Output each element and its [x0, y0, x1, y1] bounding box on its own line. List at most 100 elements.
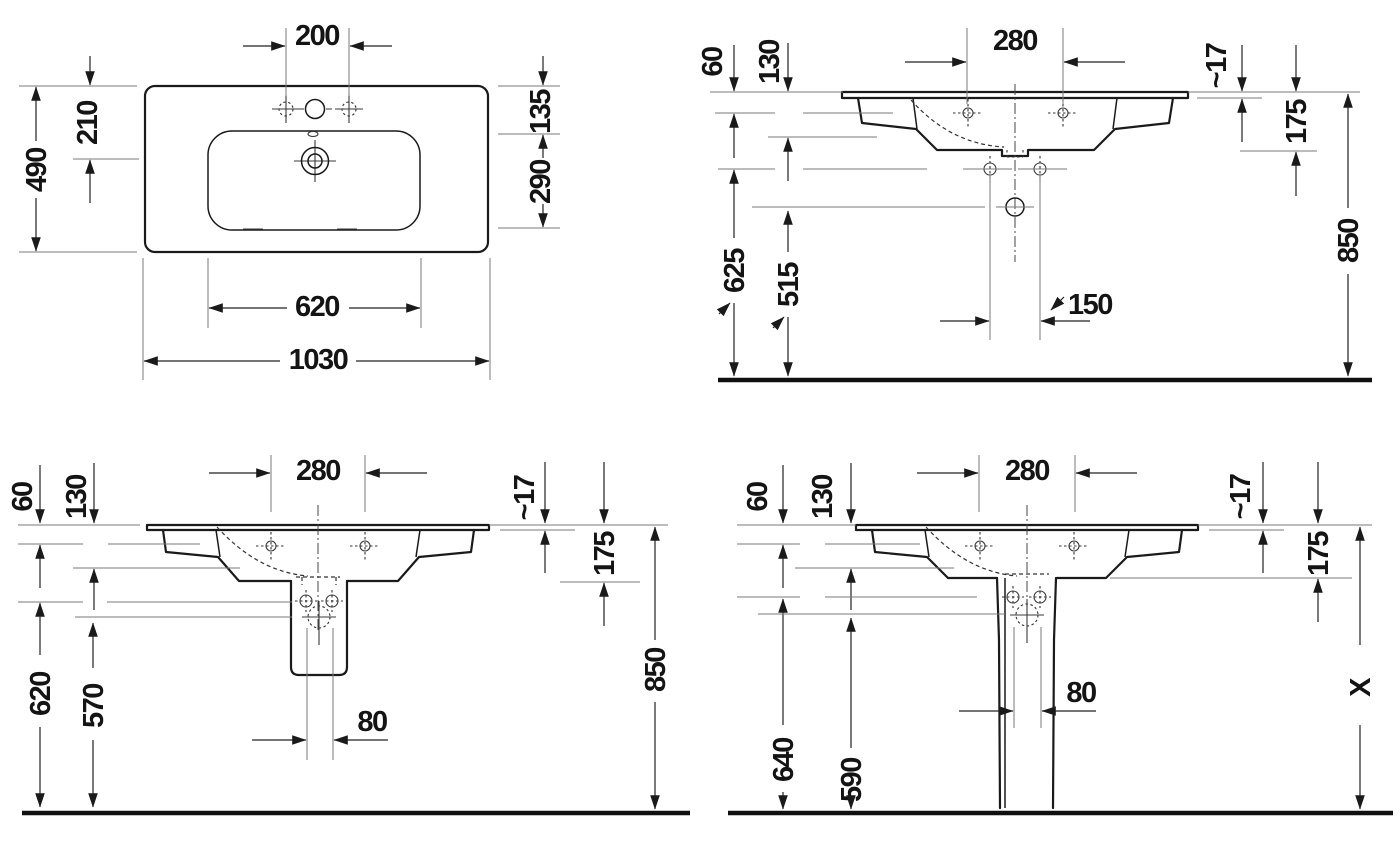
- dim-label: 60: [742, 482, 774, 512]
- fixing-holes-icon: [1002, 586, 1051, 608]
- dim-label: 80: [357, 706, 387, 738]
- dim-label: 620: [295, 291, 339, 323]
- dim-label: 80: [1066, 677, 1096, 709]
- bowl-outline: [207, 130, 421, 231]
- dim-label: 850: [640, 648, 672, 692]
- supply-pipe-lines: [989, 175, 1041, 340]
- dim-label: 570: [78, 684, 110, 728]
- dim-fixing-height: 620: [18, 601, 292, 808]
- dim-label: ~17: [1225, 474, 1257, 519]
- drain-pipe-lines: [1013, 627, 1042, 728]
- dim-overall-depth: 490: [19, 85, 137, 253]
- dim-label: 175: [1281, 99, 1313, 144]
- leader-arrow-sw-icon: [1050, 296, 1065, 311]
- dim-rim-to-underside: 175: [560, 462, 640, 626]
- hidden-bowl-curve: [910, 99, 1005, 148]
- tap-hole-left-icon: [953, 99, 983, 127]
- tap-hole-left-icon: [965, 532, 995, 560]
- dim-label: 640: [768, 738, 800, 782]
- bowl-inner-edges: [924, 529, 1130, 558]
- tap-hole-left-icon: [272, 95, 300, 123]
- dim-bowl-depth: 290: [498, 134, 560, 229]
- basin-rim-section: [854, 523, 1200, 532]
- view-pedestal: 280 60 130 640 590: [728, 455, 1393, 816]
- drain-hidden-icon: [302, 601, 336, 645]
- dim-drain-height: 570: [75, 616, 292, 808]
- dim-rim-to-recess: 130: [61, 463, 240, 610]
- dim-label: ~17: [509, 475, 541, 520]
- dim-pipe-offset: 150: [940, 289, 1114, 326]
- leader-arrow-ne-icon: [716, 302, 731, 317]
- dim-label: 150: [1068, 289, 1112, 321]
- dim-pipe-width: 80: [959, 677, 1097, 716]
- dim-label: 130: [807, 475, 839, 519]
- dim-label: 280: [993, 25, 1037, 57]
- pedestal-outline: [995, 576, 1058, 810]
- dim-rim-to-ledge: 60: [737, 465, 920, 588]
- dim-fixing-height: 625: [716, 168, 927, 377]
- dim-fixing-height: 640: [737, 596, 977, 810]
- dim-rim-to-recess: 130: [795, 463, 954, 610]
- dim-rim-to-ledge: 60: [697, 45, 893, 158]
- dim-label: 850: [1333, 219, 1365, 263]
- tap-hole-center-icon: [298, 98, 332, 120]
- basin-outline: [143, 84, 490, 254]
- dim-label: 175: [589, 531, 621, 576]
- dim-drain-height: 515: [752, 206, 985, 377]
- tap-hole-left-icon: [256, 532, 286, 560]
- dim-overall-width: 1030: [142, 258, 491, 380]
- drain-hidden-icon: [1010, 599, 1044, 643]
- dim-label: 210: [72, 101, 104, 145]
- tap-hole-right-icon: [335, 95, 363, 123]
- dim-bowl-width: 620: [207, 258, 422, 328]
- dim-rim-to-ledge: 60: [7, 465, 200, 588]
- drain-pipe-lines: [306, 628, 334, 760]
- dim-rim-to-underside: 175: [1110, 462, 1352, 622]
- dim-front-to-drain: 210: [72, 56, 139, 203]
- tap-hole-right-icon: [1048, 99, 1078, 127]
- dim-label: 590: [836, 758, 868, 802]
- dim-label: 490: [21, 148, 53, 192]
- dim-slab-thickness: ~17: [1209, 462, 1284, 573]
- dim-label: 515: [773, 262, 805, 307]
- dim-back-edge: 135: [498, 56, 560, 135]
- dim-label: ~17: [1201, 43, 1233, 88]
- dim-rim-to-underside: 175: [1240, 45, 1317, 196]
- dim-label: 130: [754, 40, 786, 84]
- bowl-inner-edges: [912, 97, 1118, 130]
- dim-tap-spacing: 280: [917, 455, 1137, 512]
- basin-rim-section: [145, 523, 491, 532]
- tap-hole-right-icon: [1059, 532, 1089, 560]
- dim-label: 280: [1005, 455, 1049, 487]
- dim-label: 175: [1303, 531, 1335, 576]
- basin-body-section: [161, 528, 476, 583]
- fixing-holes-icon: [295, 590, 343, 612]
- dim-rim-to-recess: 130: [754, 40, 877, 181]
- dim-slab-thickness: ~17: [1197, 43, 1262, 142]
- dim-label: 1030: [289, 344, 348, 376]
- dim-pipe-width: 80: [252, 706, 388, 745]
- tap-hole-right-icon: [350, 532, 380, 560]
- hidden-bowl-curve: [925, 526, 1049, 577]
- dim-tap-spacing: 280: [209, 455, 427, 512]
- view-plan: 200 490 210 135 290: [19, 20, 560, 380]
- dim-drain-height: 590: [758, 613, 1005, 810]
- hidden-drain-fitting: [1006, 150, 1024, 158]
- view-wall-drain: 280 60 130 625 515: [697, 25, 1372, 383]
- basin-body-section: [870, 528, 1184, 580]
- overflow-slot-icon: [307, 130, 319, 138]
- dim-label: 60: [7, 482, 39, 512]
- dim-label: X: [1345, 677, 1377, 697]
- dim-label: 625: [719, 248, 751, 293]
- dim-label: 130: [61, 475, 93, 519]
- dim-label: 60: [697, 47, 729, 77]
- bowl-inner-edges: [215, 529, 421, 558]
- dim-tap-spacing: 280: [905, 25, 1125, 104]
- dim-label: 135: [525, 89, 557, 134]
- drain-plan-icon: [294, 140, 336, 182]
- drain-outlet-icon: [996, 197, 1034, 217]
- siphon-cover-outline: [289, 579, 349, 677]
- dim-rim-height: 850: [489, 524, 672, 810]
